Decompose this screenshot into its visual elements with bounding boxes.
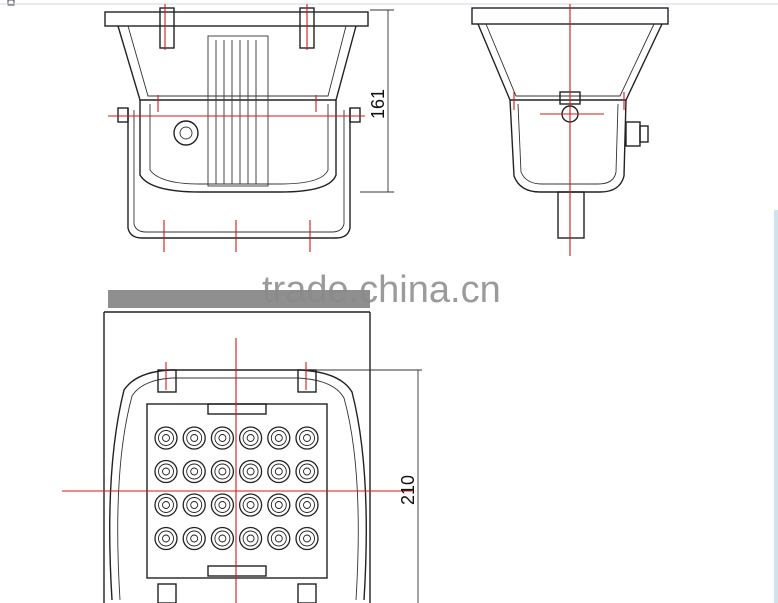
led-lens — [182, 526, 206, 551]
corner-marker — [7, 0, 15, 6]
led-lens — [210, 526, 235, 551]
front-bracket-outer — [127, 108, 351, 239]
watermark-text: trade.china.cn — [262, 269, 501, 311]
led-lens — [182, 459, 206, 484]
bottom-tab-right-lower — [297, 583, 317, 603]
led-lens — [295, 459, 319, 484]
side-cable-gland — [625, 121, 641, 147]
dimension-label-210: 210 — [398, 475, 418, 505]
right-edge-strip — [774, 210, 778, 603]
front-housing-inner — [127, 25, 347, 97]
front-top-flange — [104, 11, 369, 27]
led-panel-clip-top — [207, 403, 267, 415]
front-view: 161 — [104, 4, 394, 252]
front-bolt-right — [349, 107, 361, 123]
led-lens — [295, 426, 319, 450]
front-housing-outer — [117, 25, 357, 101]
front-bracket-inner — [133, 110, 345, 233]
dimension-label-161: 161 — [368, 89, 388, 119]
side-view — [471, 4, 669, 256]
front-lower-body — [139, 100, 337, 193]
side-mount-stem — [557, 191, 585, 239]
led-lens — [154, 493, 178, 517]
led-lens — [238, 526, 263, 551]
blurred-band — [108, 290, 370, 308]
led-lens — [154, 426, 178, 450]
led-lens — [238, 426, 263, 450]
bottom-housing-outer — [109, 369, 367, 601]
front-cable-gland — [173, 120, 199, 146]
led-lens — [267, 459, 291, 484]
side-housing-outer — [477, 23, 663, 101]
led-lens — [210, 459, 235, 484]
led-panel-clip-bottom — [207, 565, 267, 577]
led-lens — [267, 493, 291, 517]
led-lens — [267, 426, 291, 450]
front-tab-left — [159, 7, 175, 49]
bottom-tab-right — [297, 369, 317, 393]
led-lens — [267, 526, 291, 551]
side-lower-inner — [517, 103, 619, 185]
bottom-tab-left-lower — [157, 583, 177, 603]
led-lens — [154, 459, 178, 484]
bottom-view: 210 — [62, 290, 422, 603]
led-lens — [295, 493, 319, 517]
led-lens — [154, 526, 178, 551]
bottom-tab-left — [157, 369, 177, 393]
led-lens — [182, 426, 206, 450]
led-lens — [210, 493, 235, 517]
led-lens — [210, 426, 235, 450]
front-lower-body-inner — [149, 104, 329, 185]
led-lens — [182, 493, 206, 517]
front-bolt-left — [117, 107, 129, 123]
front-heatsink — [207, 35, 269, 187]
led-lens — [238, 459, 263, 484]
led-grid — [154, 426, 319, 551]
side-housing-inner — [485, 23, 655, 97]
bottom-housing-inner — [117, 377, 359, 601]
led-lens — [238, 493, 263, 517]
led-lens — [295, 526, 319, 551]
